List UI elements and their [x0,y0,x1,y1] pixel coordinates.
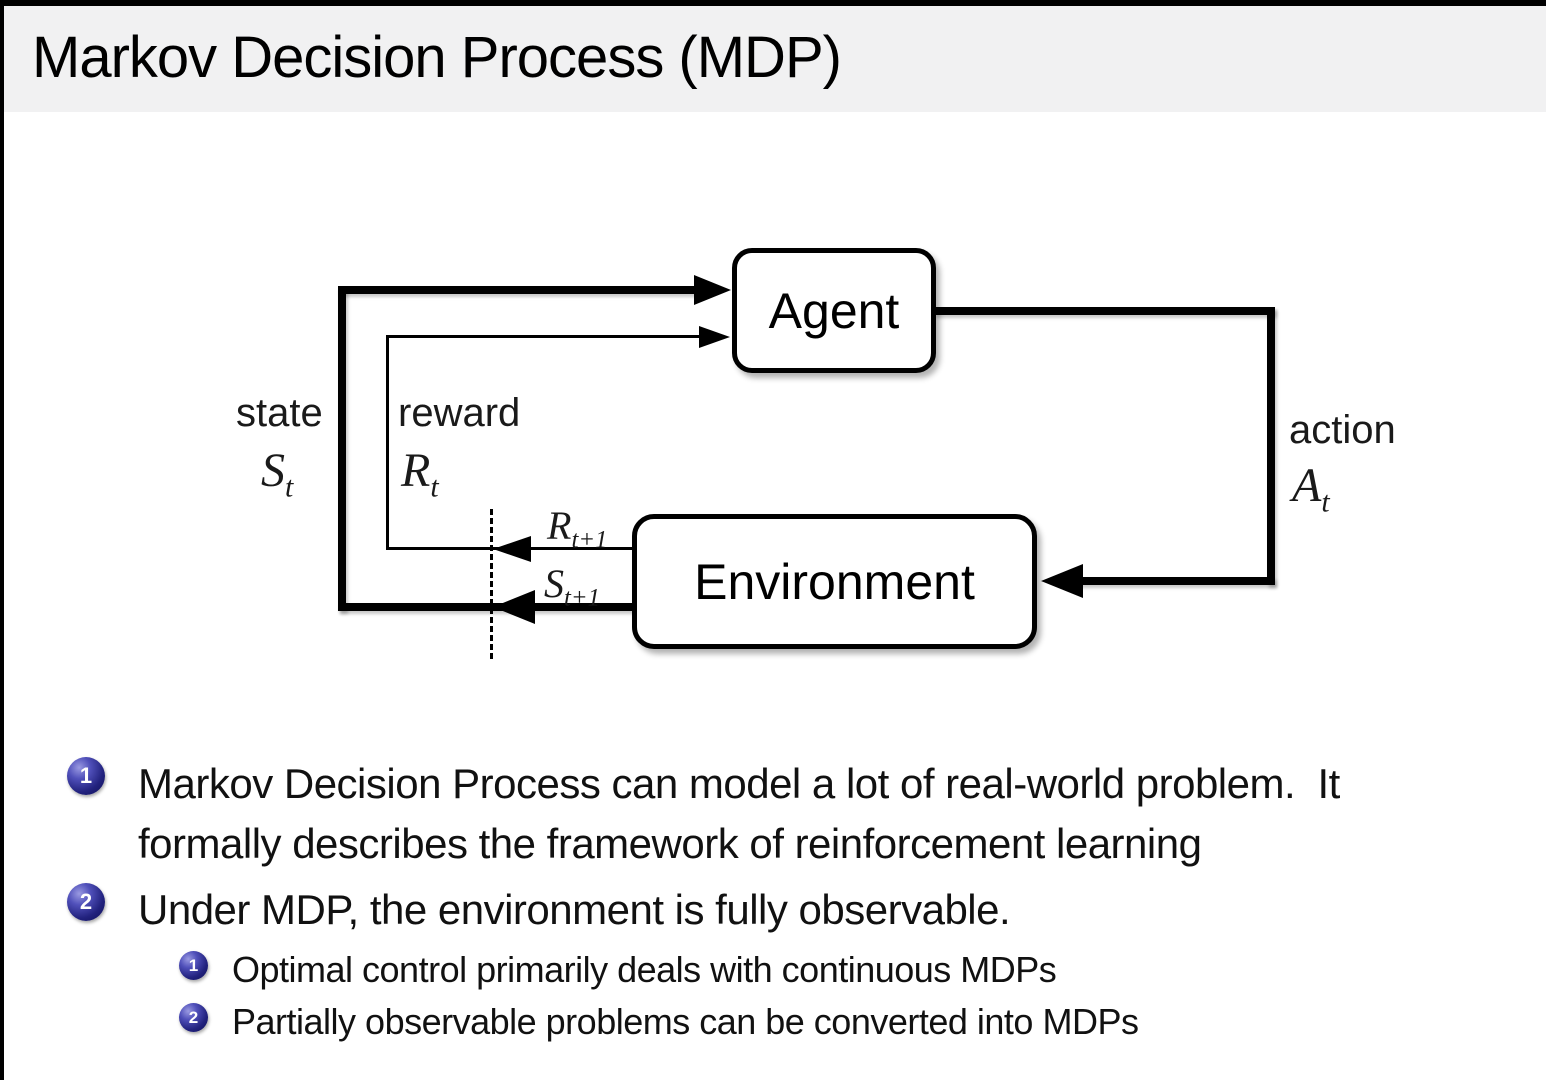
agent-node-label: Agent [768,282,900,339]
action-var: At [1292,459,1330,519]
bullet-1-line-2: formally describes the framework of rein… [138,820,1202,867]
next-state-var: St+1 [544,561,601,612]
action-line-right [1267,307,1275,585]
action-line-bottom [1076,577,1275,585]
state-arrowhead-into-agent [694,275,731,305]
sub-bullet-1-text: Optimal control primarily deals with con… [232,949,1057,990]
reward-line-top [386,335,701,338]
next-reward-var: Rt+1 [547,503,608,554]
state-line-bottom [338,603,634,611]
state-var: St [261,444,294,504]
reward-line-left [386,335,389,549]
state-line-top [338,286,698,294]
sub-bullet-2-badge: 2 [179,1003,208,1032]
reward-label: reward [398,391,521,435]
agent-node: Agent [732,248,936,373]
environment-node: Environment [632,514,1037,649]
state-label: state [236,391,323,435]
action-label: action [1289,408,1396,452]
slide-title: Markov Decision Process (MDP) [32,25,842,90]
reward-arrowhead-into-agent [699,326,730,348]
reward-var: Rt [401,444,439,504]
sub-bullet-2-text: Partially observable problems can be con… [232,1001,1139,1042]
mdp-diagram: Agent Environment state St reward Rt act… [4,6,1546,706]
next-reward-arrowhead [493,536,531,562]
environment-node-label: Environment [694,553,975,610]
state-line-left [338,286,346,611]
action-arrowhead-into-environment [1041,564,1083,598]
bullet-2-number: 2 [79,889,93,914]
bullet-2-line-1: Under MDP, the environment is fully obse… [138,886,1011,933]
sub-bullet-1-number: 1 [188,955,199,975]
bullet-1-line-1: Markov Decision Process can model a lot … [138,760,1340,807]
bullet-1-number: 1 [79,763,93,788]
bullet-2-badge: 2 [67,883,105,921]
time-boundary-dashed-line [490,509,493,659]
sub-bullet-2-number: 2 [188,1007,199,1027]
bullet-1-badge: 1 [67,757,105,795]
action-line-top [934,307,1275,315]
next-state-arrowhead [493,590,535,624]
sub-bullet-1-badge: 1 [179,951,208,980]
slide-header: Markov Decision Process (MDP) [4,6,1546,112]
